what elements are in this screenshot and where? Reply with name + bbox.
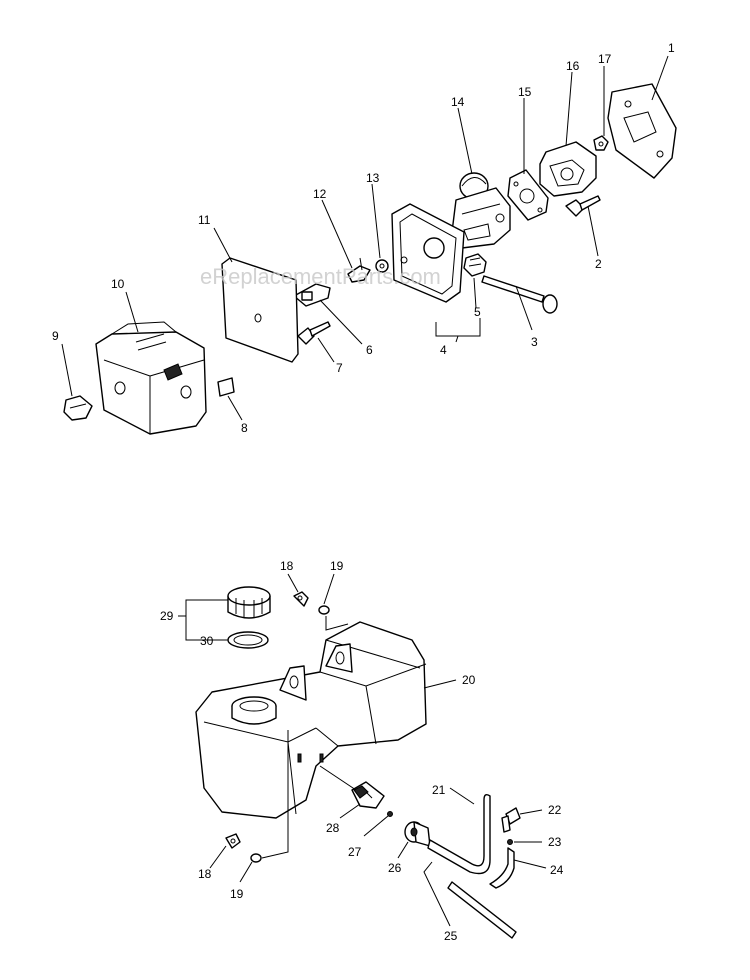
callout-16: 16 [566, 59, 580, 73]
part-2-bolt [565, 195, 601, 217]
part-30-oring [227, 631, 269, 649]
part-9-knob [63, 395, 93, 421]
callout-30: 30 [200, 634, 214, 648]
part-23-ring [507, 839, 513, 845]
part-24-return-line [489, 847, 515, 889]
part-16-adaptor [539, 141, 597, 197]
part-26-grommet [404, 821, 431, 847]
callout-23: 23 [548, 835, 562, 849]
part-4-base [391, 203, 465, 303]
callout-22: 22 [548, 803, 562, 817]
callout-8: 8 [241, 421, 248, 435]
part-20-fuel-tank [195, 621, 427, 819]
part-27-oring [387, 811, 393, 817]
callout-2: 2 [595, 257, 602, 271]
callout-24: 24 [550, 863, 564, 877]
part-21-fuel-line [427, 793, 491, 875]
callout-27: 27 [348, 845, 362, 859]
part-28-filter [351, 781, 385, 809]
callout-21: 21 [432, 783, 446, 797]
callout-1: 1 [668, 41, 675, 55]
callout-29: 29 [160, 609, 174, 623]
callout-14: 14 [451, 95, 465, 109]
part-3-rod [481, 275, 558, 314]
part-18-screw-bottom [225, 833, 241, 849]
callout-19-bottom: 19 [230, 887, 244, 901]
lower-leader-lines [178, 573, 547, 927]
part-10-cover [95, 321, 207, 435]
part-13-washer [375, 259, 389, 273]
part-1-gasket [607, 83, 677, 179]
callout-5: 5 [474, 305, 481, 319]
callout-20: 20 [462, 673, 476, 687]
callout-17: 17 [598, 52, 612, 66]
callout-12: 12 [313, 187, 327, 201]
callout-9: 9 [52, 329, 59, 343]
callout-18-bottom: 18 [198, 867, 212, 881]
part-14-carburetor [451, 172, 511, 249]
callout-28: 28 [326, 821, 340, 835]
part-29-fuel-cap [227, 586, 271, 619]
callout-26: 26 [388, 861, 402, 875]
callout-4: 4 [440, 343, 447, 357]
watermark-text: eReplacementParts.com [200, 264, 441, 289]
part-19-washer-top [318, 605, 330, 615]
part-19-washer-bottom [250, 853, 262, 863]
callout-11: 11 [198, 213, 211, 227]
callout-19-top: 19 [330, 559, 344, 573]
upper-leader-lines [61, 55, 669, 421]
part-25-tube [447, 881, 517, 939]
part-12-clip [347, 257, 371, 283]
callout-13: 13 [366, 171, 380, 185]
callout-15: 15 [518, 85, 532, 99]
part-17-nut [593, 135, 609, 151]
callout-7: 7 [336, 361, 343, 375]
callout-3: 3 [531, 335, 538, 349]
callout-10: 10 [111, 277, 125, 291]
part-18-screw-top [293, 591, 309, 607]
part-5-fitting [463, 253, 487, 277]
callouts: 1 17 16 15 14 13 12 11 10 9 2 5 3 4 6 7 … [52, 41, 675, 943]
part-7-screw [297, 321, 331, 345]
callout-25: 25 [444, 929, 458, 943]
part-22-fitting [501, 807, 521, 833]
callout-6: 6 [366, 343, 373, 357]
part-8-pad [217, 377, 235, 397]
part-15-gasket [507, 169, 549, 221]
callout-18-top: 18 [280, 559, 294, 573]
